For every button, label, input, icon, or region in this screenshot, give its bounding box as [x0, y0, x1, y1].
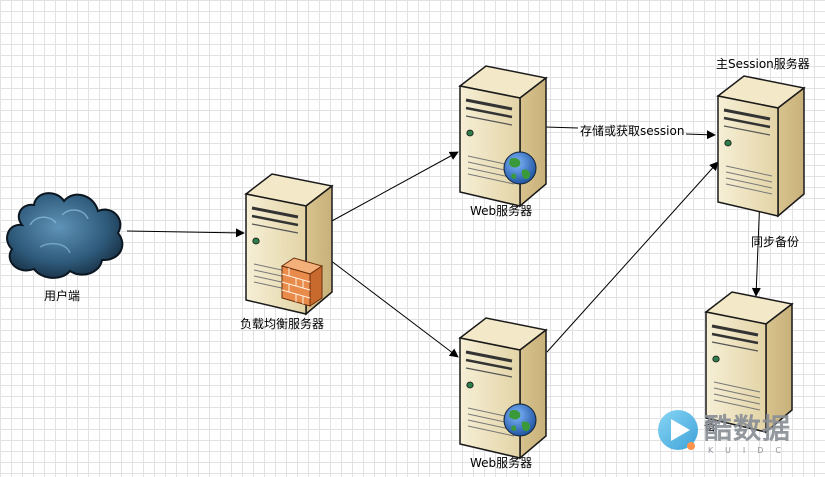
edge-client-to-lb	[126, 228, 245, 238]
session-backup-server-icon	[704, 290, 794, 434]
load-balancer-server-icon	[244, 172, 334, 316]
edge-web1-to-session-arrow	[685, 130, 716, 140]
globe-icon	[503, 151, 537, 185]
web-server-1-label: Web服务器	[470, 203, 532, 218]
watermark-subtext: KUIDC	[708, 446, 793, 455]
session-master-label: 主Session服务器	[716, 56, 810, 71]
client-label: 用户端	[44, 288, 80, 303]
session-master-server-icon	[716, 74, 806, 218]
sync-backup-label: 同步备份	[751, 235, 799, 249]
session-backup-label: 备	[704, 419, 716, 433]
watermark: 酷数据 KUIDC	[658, 410, 793, 455]
client-cloud-icon	[6, 192, 124, 279]
firewall-icon	[280, 257, 324, 307]
globe-icon	[503, 403, 537, 437]
edge-web2-to-session	[546, 161, 719, 353]
watermark-text: 酷数据	[704, 412, 791, 445]
web-server-1-icon	[458, 64, 548, 208]
web-server-2-label: Web服务器	[470, 455, 532, 470]
edge-lb-to-web2	[329, 259, 459, 358]
load-balancer-label: 负载均衡服务器	[240, 316, 324, 331]
play-logo-icon	[658, 410, 698, 450]
store-session-label: 存储或获取session	[580, 123, 684, 138]
edge-web1-to-session	[544, 126, 579, 129]
web-server-2-icon	[458, 316, 548, 460]
edge-lb-to-web1	[329, 151, 459, 223]
